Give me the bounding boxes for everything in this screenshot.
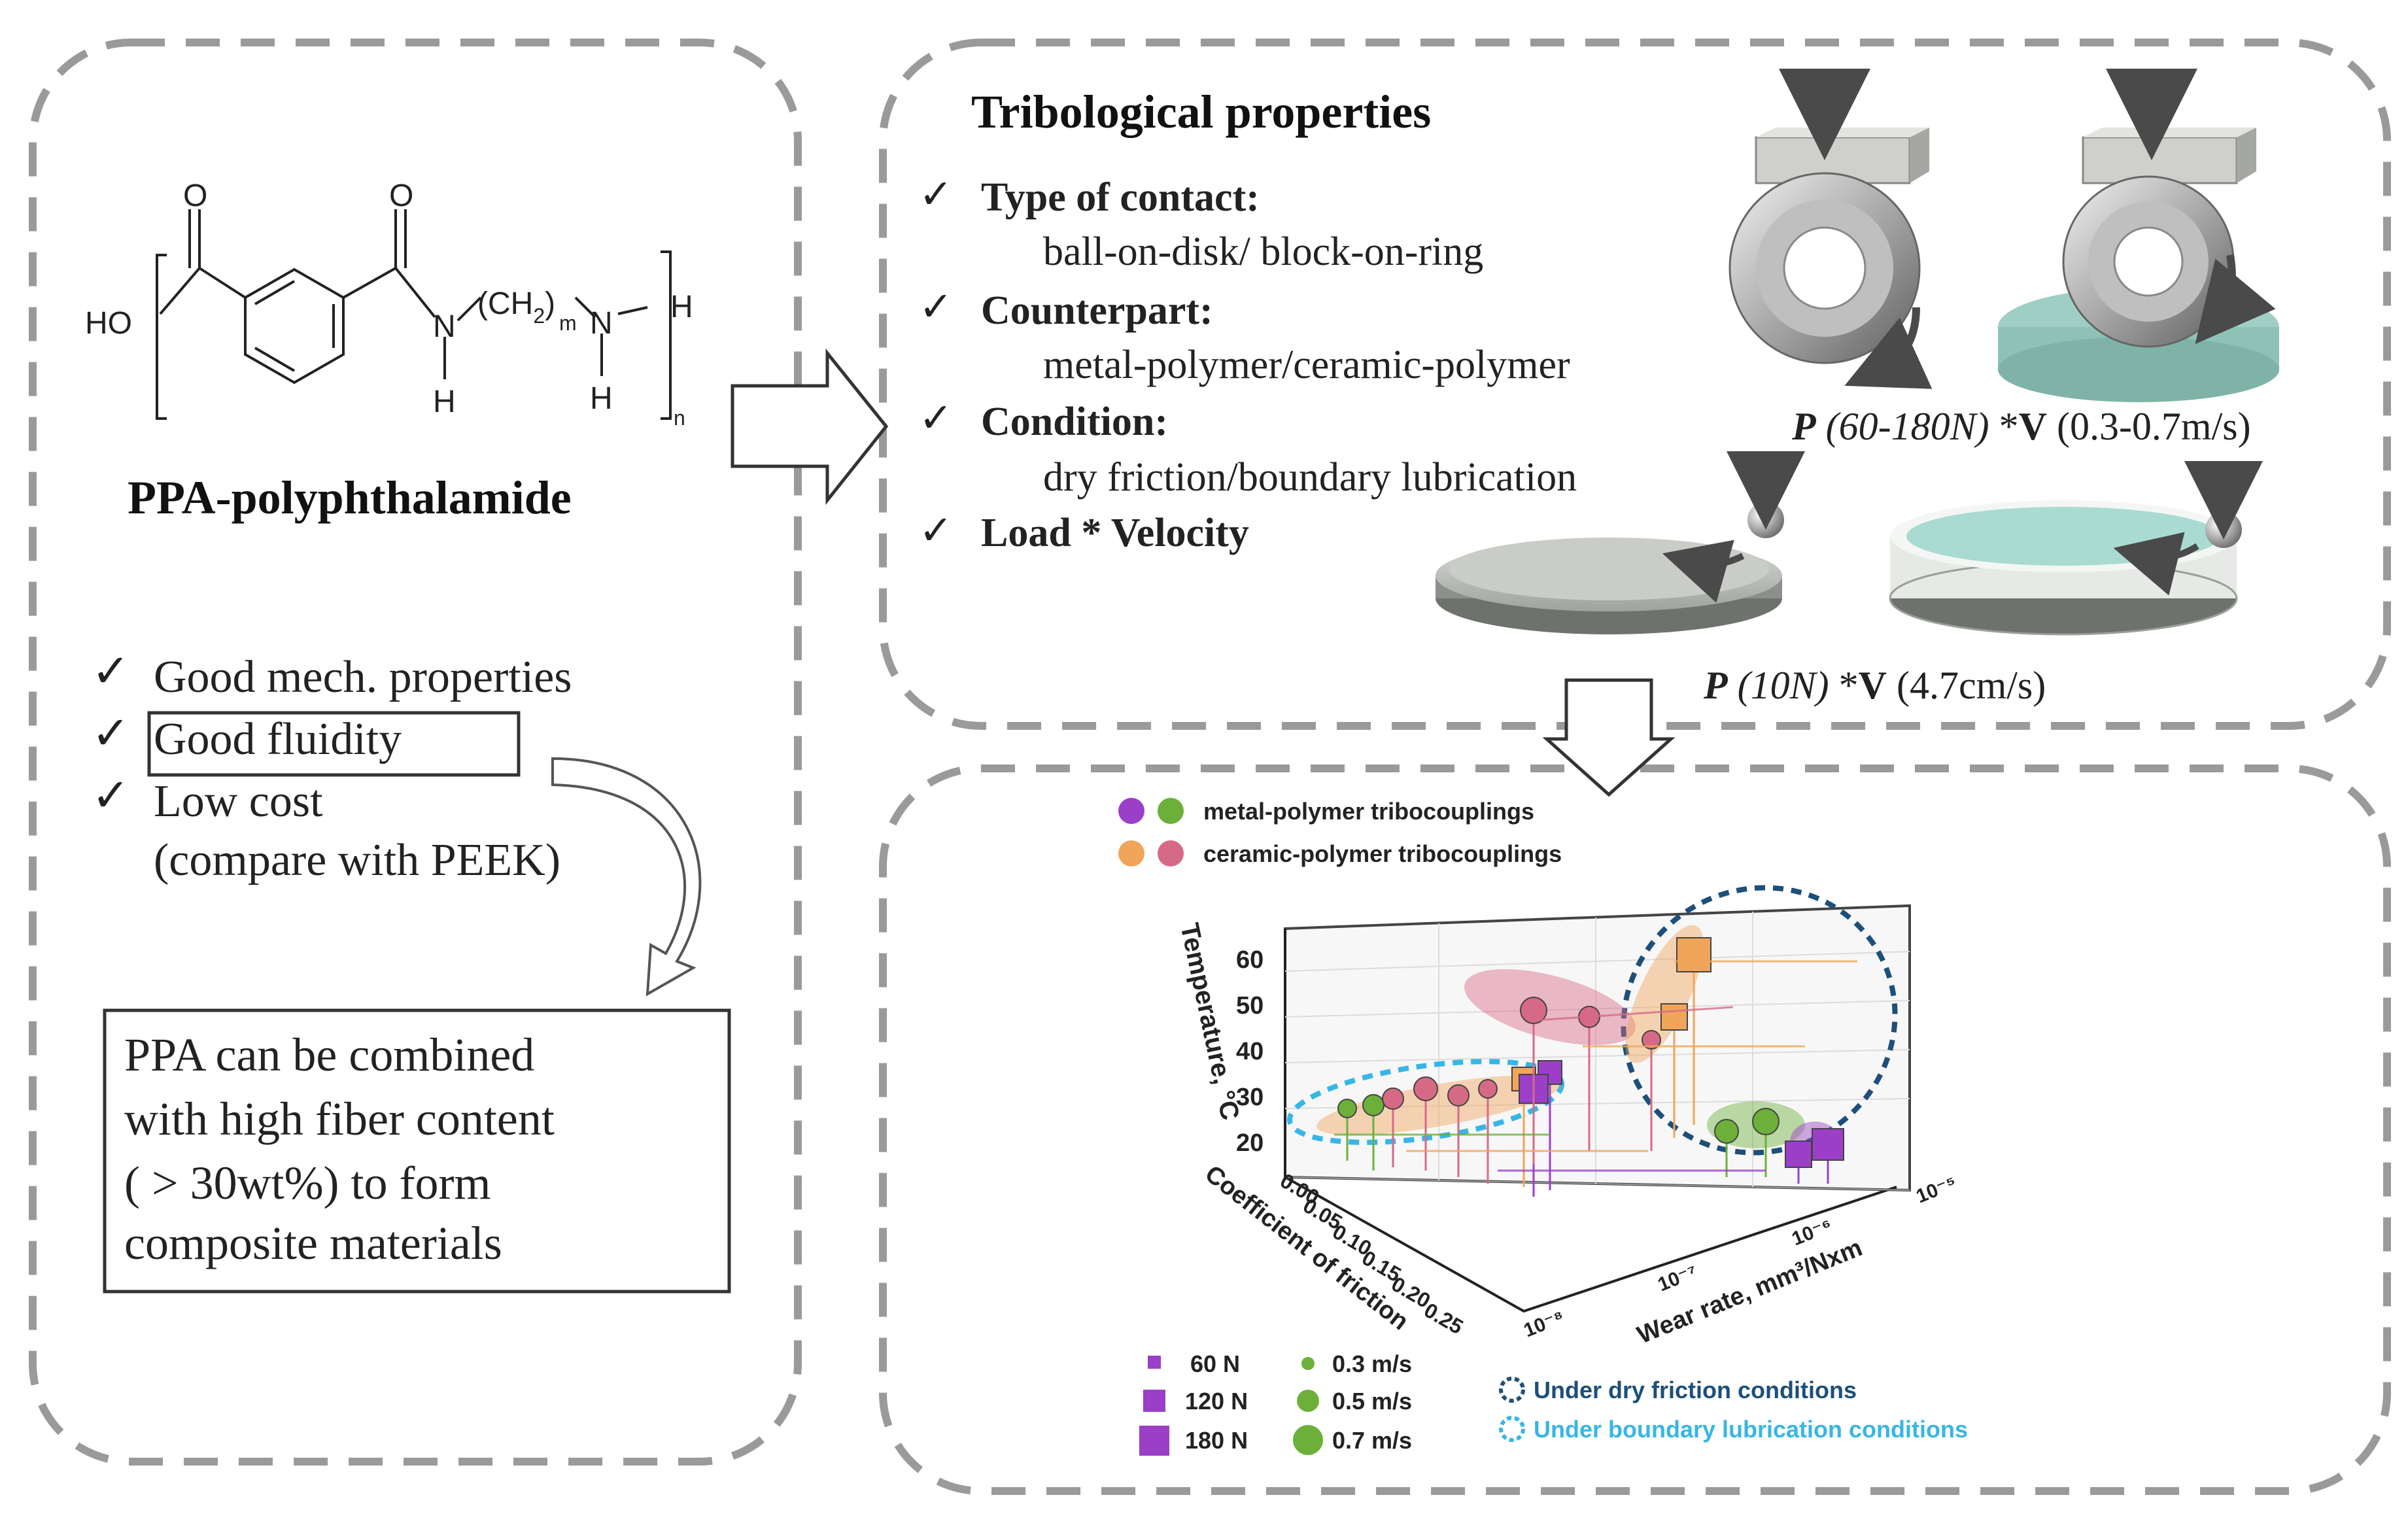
oxygen-label-2: O	[389, 179, 413, 213]
hydrogen-label-3: H	[670, 290, 693, 324]
condition-detail: dry friction/boundary lubrication	[1043, 455, 1577, 500]
counterpart-label: Counterpart:	[981, 288, 1213, 333]
data-marker-5	[1478, 1079, 1498, 1099]
legend-180n: 180 N	[1185, 1427, 1248, 1454]
curved-arrow	[551, 757, 702, 997]
x-tick-1e-8: 10⁻⁸	[1521, 1306, 1567, 1341]
legend-60n: 60 N	[1190, 1350, 1240, 1377]
trib-check-2: ✓	[919, 285, 953, 330]
data-marker-17	[1812, 1128, 1844, 1161]
cluster-highlight-0	[1316, 1075, 1562, 1135]
legend-07ms: 0.7 m/s	[1332, 1427, 1412, 1454]
block-on-ring-dry	[1729, 69, 1933, 389]
speed-legend: 0.3 m/s 0.5 m/s 0.7 m/s	[1293, 1350, 1412, 1455]
property-fluidity: Good fluidity	[154, 714, 402, 764]
data-marker-15	[1752, 1108, 1780, 1135]
fiber-content-box	[103, 1008, 731, 1294]
nitrogen-label-2: N	[590, 306, 613, 341]
data-marker-2	[1382, 1088, 1404, 1110]
data-marker-4	[1447, 1084, 1470, 1107]
oxygen-label-1: O	[183, 179, 207, 213]
z-axis-label: Temperature, °C	[1175, 921, 1245, 1123]
plot-panel-border	[879, 764, 2391, 1495]
block-on-ring-lubricated	[1998, 69, 2279, 402]
condition-label: Condition:	[981, 400, 1168, 444]
z-tick-60: 60	[1236, 946, 1264, 974]
projection-line-3	[1536, 1006, 1734, 1021]
data-marker-13	[1660, 1003, 1688, 1031]
property-cost: Low cost	[154, 776, 323, 827]
data-marker-12	[1676, 937, 1711, 972]
z-tick-20: 20	[1236, 1129, 1264, 1157]
formula-block-on-ring: P (60-180N) *V (0.3-0.7m/s)	[1791, 405, 2251, 448]
plot-data-points	[1316, 925, 1857, 1197]
load-velocity-label: Load * Velocity	[981, 511, 1249, 555]
trib-check-3: ✓	[919, 396, 953, 441]
load-legend: 60 N 120 N 180 N	[1139, 1350, 1248, 1456]
z-tick-30: 30	[1236, 1084, 1264, 1111]
check-mark-3: ✓	[92, 771, 130, 821]
ball-on-disk-lubricated	[1889, 461, 2263, 636]
check-mark-2: ✓	[92, 709, 130, 759]
z-tick-40: 40	[1236, 1038, 1264, 1065]
box-line-1: PPA can be combined	[124, 1029, 534, 1081]
hydrogen-label-1: H	[433, 385, 456, 419]
legend-120n: 120 N	[1185, 1388, 1248, 1415]
box-line-4: composite materials	[124, 1217, 502, 1269]
ball-on-disk-dry	[1436, 451, 1805, 634]
property-cost-note: (compare with PEEK)	[154, 835, 560, 885]
down-arrow	[1542, 678, 1676, 797]
ppa-title: PPA-polyphthalamide	[128, 472, 572, 524]
condition-legend: Under dry friction conditions Under boun…	[1499, 1377, 1968, 1443]
hydrogen-label-2: H	[590, 381, 613, 416]
data-marker-1	[1362, 1094, 1385, 1116]
data-marker-9	[1520, 997, 1547, 1024]
legend-05ms: 0.5 m/s	[1332, 1388, 1412, 1415]
legend-metal-polymer: metal-polymer tribocouplings	[1203, 798, 1534, 825]
check-mark-1: ✓	[92, 647, 130, 697]
legend-ceramic-polymer: ceramic-polymer tribocouplings	[1203, 840, 1562, 867]
property-mech: Good mech. properties	[154, 652, 572, 702]
left-panel-border	[29, 39, 802, 1466]
ch2-label: (CH2)	[477, 286, 555, 328]
trib-check-4: ✓	[919, 509, 953, 553]
legend-boundary-lubrication: Under boundary lubrication conditions	[1534, 1416, 1968, 1443]
hydroxyl-label: HO	[85, 306, 132, 341]
repeat-n-label: n	[674, 406, 685, 430]
tribology-title: Tribological properties	[971, 86, 1431, 138]
data-marker-14	[1714, 1119, 1739, 1144]
z-tick-50: 50	[1236, 992, 1264, 1020]
ppa-molecule	[156, 209, 672, 420]
legend-dry-friction: Under dry friction conditions	[1534, 1377, 1857, 1403]
data-marker-3	[1413, 1076, 1438, 1101]
counterpart-detail: metal-polymer/ceramic-polymer	[1043, 343, 1570, 387]
data-marker-11	[1642, 1030, 1661, 1050]
top-legend: metal-polymer tribocouplings ceramic-pol…	[1118, 798, 1562, 867]
trib-check-1: ✓	[919, 173, 953, 217]
contact-type-detail: ball-on-disk/ block-on-ring	[1043, 230, 1483, 274]
nitrogen-label-1: N	[433, 309, 456, 344]
formula-ball-on-disk: P (10N) *V (4.7cm/s)	[1703, 664, 2046, 707]
data-marker-16	[1785, 1141, 1812, 1168]
fluidity-highlight-box	[147, 711, 521, 777]
contact-type-label: Type of contact:	[981, 175, 1260, 220]
x-tick-1e-5: 10⁻⁵	[1913, 1172, 1959, 1207]
box-line-3: ( > 30wt%) to form	[124, 1157, 491, 1209]
box-line-2: with high fiber content	[124, 1093, 555, 1145]
repeat-m-label: m	[559, 311, 577, 335]
right-arrow	[731, 348, 889, 506]
data-marker-0	[1337, 1099, 1357, 1118]
legend-03ms: 0.3 m/s	[1332, 1350, 1412, 1377]
